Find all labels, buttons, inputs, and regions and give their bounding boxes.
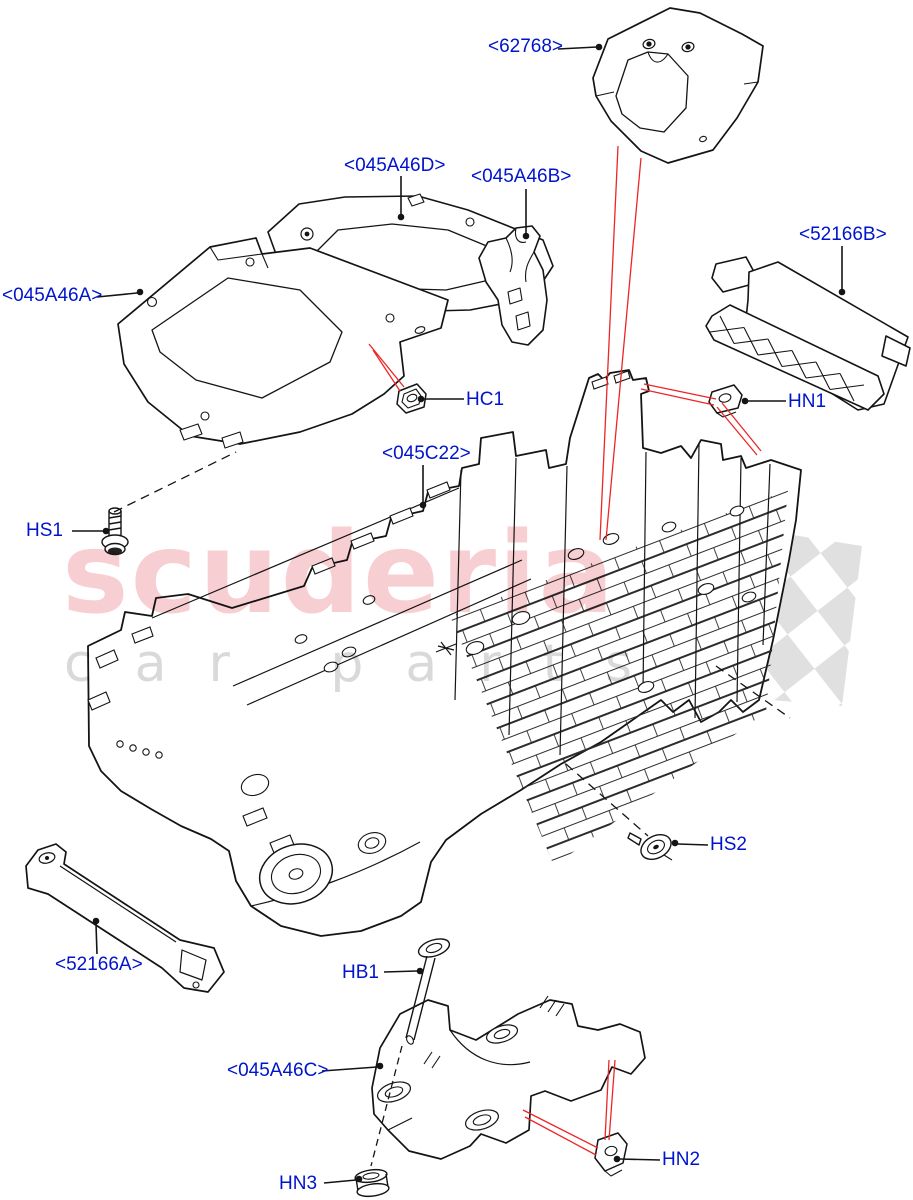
- part-52166B-tray: [705, 256, 911, 411]
- part-045C22-console-body: [87, 369, 802, 937]
- construction-lines-dashed: [113, 451, 791, 1167]
- fastener-HS2-screw: [627, 832, 673, 861]
- egg-crate-lattice: [450, 490, 788, 866]
- part-045A46A-tray: [117, 237, 449, 449]
- part-label-52166A[interactable]: <52166A>: [55, 954, 143, 975]
- part-label-HN2[interactable]: HN2: [662, 1149, 701, 1170]
- alignment-lines-red: [368, 145, 762, 1156]
- fastener-HN1-clip: [708, 384, 743, 418]
- leader-dots: [92, 43, 846, 1183]
- part-045A46C-bracket: [371, 995, 646, 1160]
- part-label-045C22[interactable]: <045C22>: [382, 443, 471, 464]
- part-label-HS1[interactable]: HS1: [26, 520, 63, 541]
- part-label-HS2[interactable]: HS2: [710, 834, 747, 855]
- leader-lines: [72, 46, 843, 1184]
- part-52166A-beam: [25, 843, 225, 993]
- fastener-HB1-bolt: [405, 938, 451, 1045]
- fastener-HS1-screw: [101, 507, 129, 556]
- part-label-HC1[interactable]: HC1: [466, 389, 505, 410]
- fastener-HN3-nut: [354, 1168, 390, 1198]
- part-045A46B-bracket: [478, 225, 548, 346]
- part-label-HN1[interactable]: HN1: [788, 391, 827, 412]
- fastener-HC1-clip: [396, 383, 427, 414]
- part-label-045A46A[interactable]: <045A46A>: [2, 285, 103, 306]
- part-label-62768[interactable]: <62768>: [488, 36, 564, 57]
- part-label-52166B[interactable]: <52166B>: [799, 224, 887, 245]
- part-label-HB1[interactable]: HB1: [342, 962, 379, 983]
- part-label-045A46D[interactable]: <045A46D>: [344, 155, 446, 176]
- part-label-HN3[interactable]: HN3: [279, 1173, 318, 1194]
- part-62768-cover: [592, 7, 764, 164]
- part-label-045A46B[interactable]: <045A46B>: [471, 166, 572, 187]
- part-label-045A46C[interactable]: <045A46C>: [227, 1060, 329, 1081]
- fastener-HN2-clip: [594, 1132, 628, 1177]
